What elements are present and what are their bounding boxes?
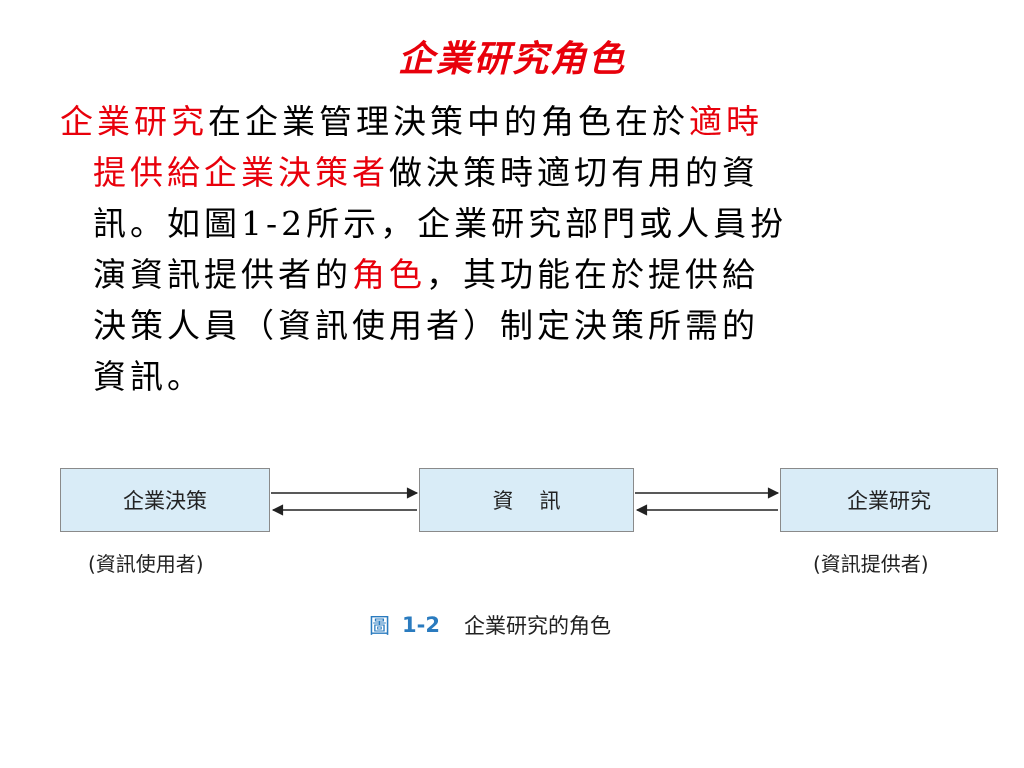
- text-segment: 決策人員（資訊使用者）制定決策所需的: [93, 306, 759, 345]
- paragraph-line-6: 資訊。: [60, 351, 940, 402]
- paragraph-line-5: 決策人員（資訊使用者）制定決策所需的: [60, 300, 940, 351]
- paragraph-line-4: 演資訊提供者的角色，其功能在於提供給: [60, 249, 940, 300]
- text-segment: 訊。如圖1-2所示，企業研究部門或人員扮: [93, 204, 788, 243]
- figure-caption: 圖 1-2 企業研究的角色: [369, 610, 611, 640]
- text-segment: 演資訊提供者的: [93, 255, 352, 294]
- text-segment: 在企業管理決策中的角色在於: [208, 102, 689, 141]
- highlight-term: 提供給企業決策者: [93, 153, 389, 192]
- flow-arrows: [271, 487, 780, 516]
- slide-title: 企業研究角色: [397, 38, 626, 80]
- paragraph-line-3: 訊。如圖1-2所示，企業研究部門或人員扮: [60, 198, 940, 249]
- body-paragraph: 企業研究在企業管理決策中的角色在於適時 提供給企業決策者做決策時適切有用的資 訊…: [60, 96, 940, 402]
- label-information-user: (資訊使用者): [88, 552, 204, 576]
- text-segment: 資訊。: [93, 357, 204, 396]
- caption-prefix: 圖: [369, 614, 390, 638]
- highlight-term: 角色: [352, 255, 426, 294]
- highlight-term: 適時: [689, 102, 763, 141]
- text-segment: 做決策時適切有用的資: [389, 153, 759, 192]
- paragraph-line-2: 提供給企業決策者做決策時適切有用的資: [60, 147, 940, 198]
- box-business-research: 企業研究: [780, 468, 998, 532]
- box-information: 資訊: [419, 468, 634, 532]
- caption-number: 1-2: [402, 613, 440, 637]
- caption-text: 企業研究的角色: [463, 614, 611, 638]
- paragraph-line-1: 企業研究在企業管理決策中的角色在於適時: [60, 96, 940, 147]
- text-segment: ，其功能在於提供給: [426, 255, 759, 294]
- role-diagram: 企業決策 資訊 企業研究 (資訊使用者) (資訊提供者) 圖 1-2 企業研究的…: [0, 460, 1024, 660]
- highlight-term: 企業研究: [60, 102, 208, 141]
- box-business-decision: 企業決策: [60, 468, 270, 532]
- label-information-provider: (資訊提供者): [813, 552, 929, 576]
